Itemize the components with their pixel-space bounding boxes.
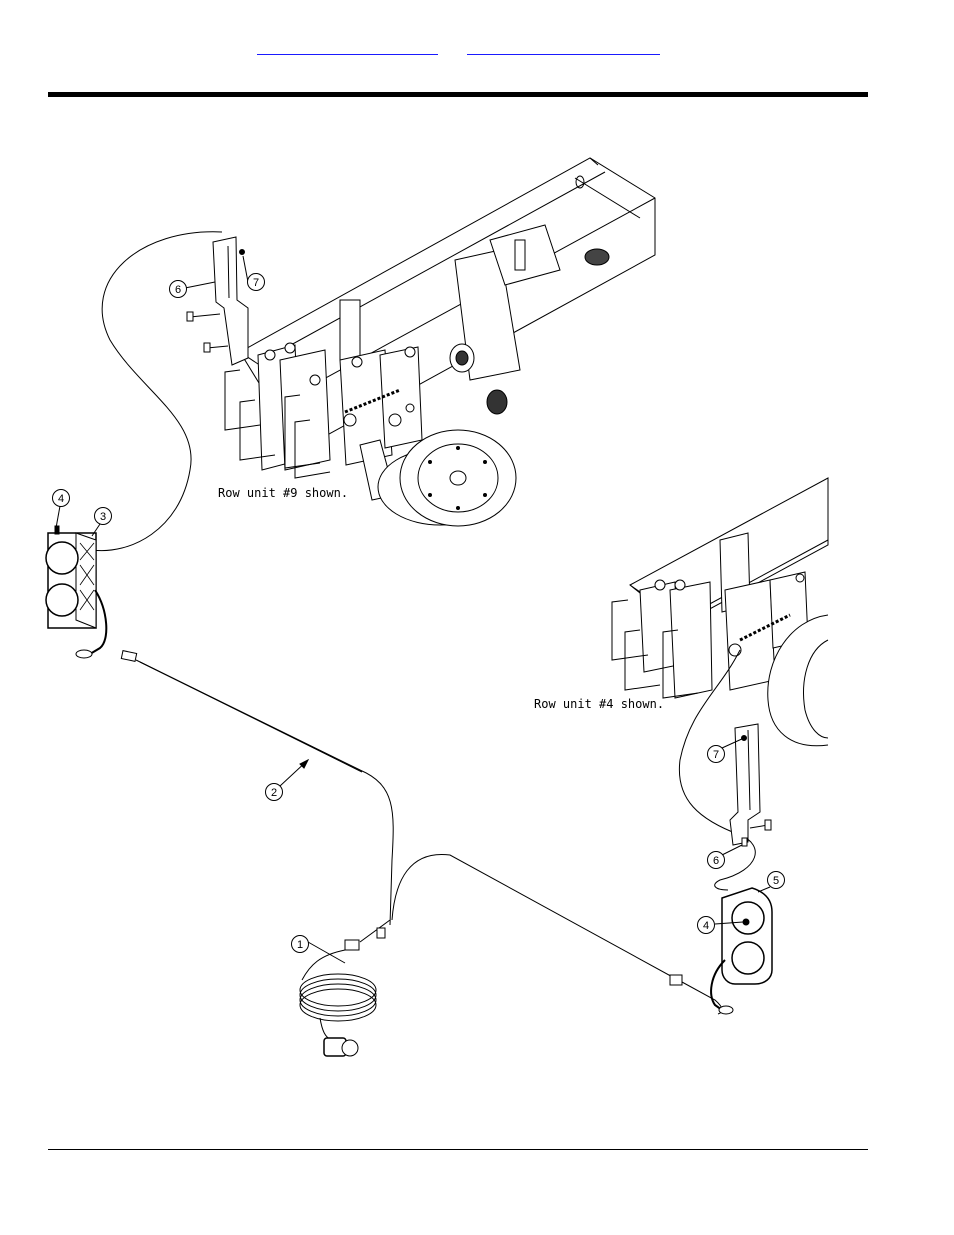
warning-lamp-3 bbox=[46, 526, 106, 658]
note-row-unit-4: Row unit #4 shown. bbox=[534, 697, 664, 711]
callout-7-lower: 7 bbox=[713, 749, 719, 761]
bracket-lower bbox=[730, 724, 771, 846]
row-unit-9-frame bbox=[225, 158, 655, 526]
callout-2: 2 bbox=[271, 787, 277, 799]
harness-upper-loop bbox=[92, 232, 222, 551]
bracket-upper bbox=[187, 237, 248, 365]
callout-6-lower: 6 bbox=[713, 855, 719, 867]
footer-rule bbox=[48, 1149, 868, 1150]
callout-7-upper: 7 bbox=[253, 277, 259, 289]
callout-4-upper: 4 bbox=[58, 493, 64, 505]
callout-3: 3 bbox=[100, 511, 106, 523]
coiled-cord bbox=[300, 950, 376, 1056]
warning-lamp-5 bbox=[711, 888, 772, 1014]
callout-4-lower: 4 bbox=[703, 920, 709, 932]
note-row-unit-9: Row unit #9 shown. bbox=[218, 486, 348, 500]
callout-6-upper: 6 bbox=[175, 284, 181, 296]
callout-5: 5 bbox=[773, 875, 779, 887]
callout-1: 1 bbox=[297, 939, 303, 951]
